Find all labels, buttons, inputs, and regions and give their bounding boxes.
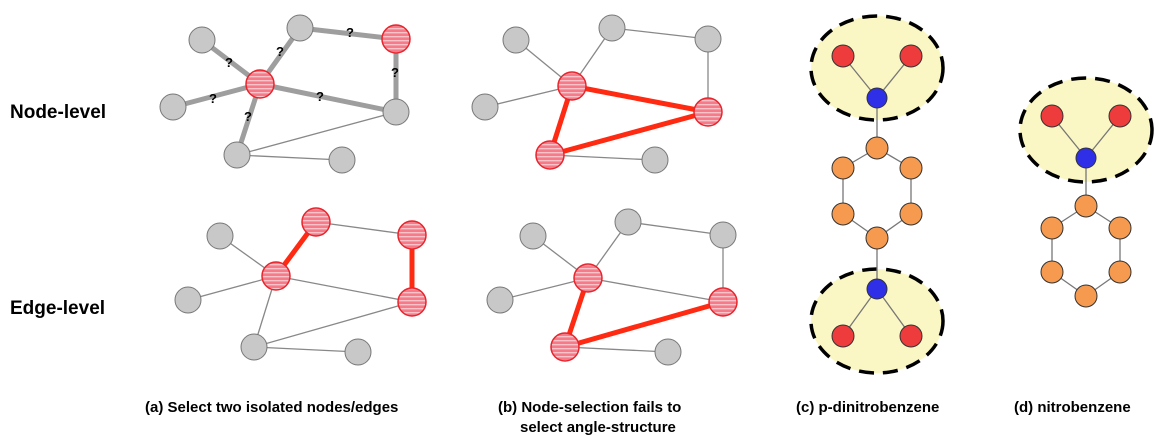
- graph-node: [174, 286, 202, 314]
- panel-b-node-level-graph: [471, 14, 723, 174]
- graph-node: [382, 98, 410, 126]
- selected-node: [397, 220, 427, 250]
- selected-node: [301, 207, 331, 237]
- nitro-group-highlight: [1018, 76, 1154, 184]
- selected-node: [397, 287, 427, 317]
- panel-d-nitrobenzene: [1018, 76, 1154, 308]
- graph-node: [519, 222, 547, 250]
- question-mark: ?: [316, 89, 324, 104]
- graph-node: [286, 14, 314, 42]
- panel-d-atoms: [1040, 104, 1132, 308]
- graph-node: [614, 208, 642, 236]
- question-mark: ?: [209, 91, 217, 106]
- oxygen-atom: [899, 324, 923, 348]
- panel-c-atoms: [831, 44, 923, 348]
- carbon-atom: [831, 202, 855, 226]
- carbon-atom: [899, 202, 923, 226]
- graph-node: [471, 93, 499, 121]
- nitrogen-atom: [866, 87, 888, 109]
- panel-b-top-nodes: [471, 14, 723, 174]
- graph-node: [641, 146, 669, 174]
- panel-a-top-thin-edges: [236, 111, 397, 161]
- question-mark: ?: [391, 65, 399, 80]
- graph-node: [654, 338, 682, 366]
- question-mark: ?: [346, 25, 354, 40]
- graph-node: [344, 338, 372, 366]
- question-mark: ?: [225, 55, 233, 70]
- panel-a-top-question-marks: ? ? ? ? ? ? ?: [209, 25, 399, 124]
- graph-node: [486, 286, 514, 314]
- row-label-node-level: Node-level: [10, 102, 106, 123]
- graph-node: [694, 25, 722, 53]
- selected-node: [381, 24, 411, 54]
- carbon-atom: [1108, 216, 1132, 240]
- question-mark: ?: [244, 109, 252, 124]
- oxygen-atom: [1108, 104, 1132, 128]
- caption-b-line1: (b) Node-selection fails to: [498, 399, 681, 416]
- carbon-atom: [899, 156, 923, 180]
- graph-node: [206, 222, 234, 250]
- selected-node: [245, 69, 275, 99]
- panel-a-edge-level-graph: [174, 207, 427, 366]
- graph-node: [223, 141, 251, 169]
- panel-a-node-level-graph: ? ? ? ? ? ? ?: [159, 14, 411, 174]
- nitrogen-atom: [1075, 147, 1097, 169]
- selected-node: [693, 97, 723, 127]
- oxygen-atom: [899, 44, 923, 68]
- selected-node: [550, 332, 580, 362]
- carbon-atom: [1040, 260, 1064, 284]
- row-label-edge-level: Edge-level: [10, 298, 105, 319]
- oxygen-atom: [831, 324, 855, 348]
- graph-node: [240, 333, 268, 361]
- carbon-atom: [1074, 284, 1098, 308]
- graph-node: [328, 146, 356, 174]
- selected-node: [557, 71, 587, 101]
- panel-b-edge-level-graph: [486, 208, 738, 366]
- graph-node: [709, 221, 737, 249]
- selected-node: [708, 287, 738, 317]
- caption-b-line2: select angle-structure: [520, 419, 676, 436]
- selected-node: [573, 263, 603, 293]
- carbon-atom: [831, 156, 855, 180]
- graph-node: [598, 14, 626, 42]
- caption-d: (d) nitrobenzene: [1014, 399, 1131, 416]
- carbon-atom: [1074, 194, 1098, 218]
- carbon-atom: [1040, 216, 1064, 240]
- panel-b-bottom-nodes: [486, 208, 738, 366]
- panel-a-bottom-thin-edges: [187, 221, 413, 353]
- question-mark: ?: [276, 44, 284, 59]
- panel-a-top-nodes: [159, 14, 411, 174]
- oxygen-atom: [1040, 104, 1064, 128]
- nitrogen-atom: [866, 278, 888, 300]
- caption-a: (a) Select two isolated nodes/edges: [145, 399, 398, 416]
- panel-a-bottom-selected-edges: [273, 219, 415, 305]
- carbon-atom: [865, 136, 889, 160]
- graph-node: [188, 26, 216, 54]
- panel-a-bottom-nodes: [174, 207, 427, 366]
- graph-node: [502, 26, 530, 54]
- panel-c-p-dinitrobenzene: [809, 14, 945, 375]
- carbon-atom: [1108, 260, 1132, 284]
- selected-node: [261, 261, 291, 291]
- caption-c: (c) p-dinitrobenzene: [796, 399, 939, 416]
- oxygen-atom: [831, 44, 855, 68]
- graph-node: [159, 93, 187, 121]
- carbon-atom: [865, 226, 889, 250]
- selected-node: [535, 140, 565, 170]
- nitro-group-highlight: [809, 14, 945, 122]
